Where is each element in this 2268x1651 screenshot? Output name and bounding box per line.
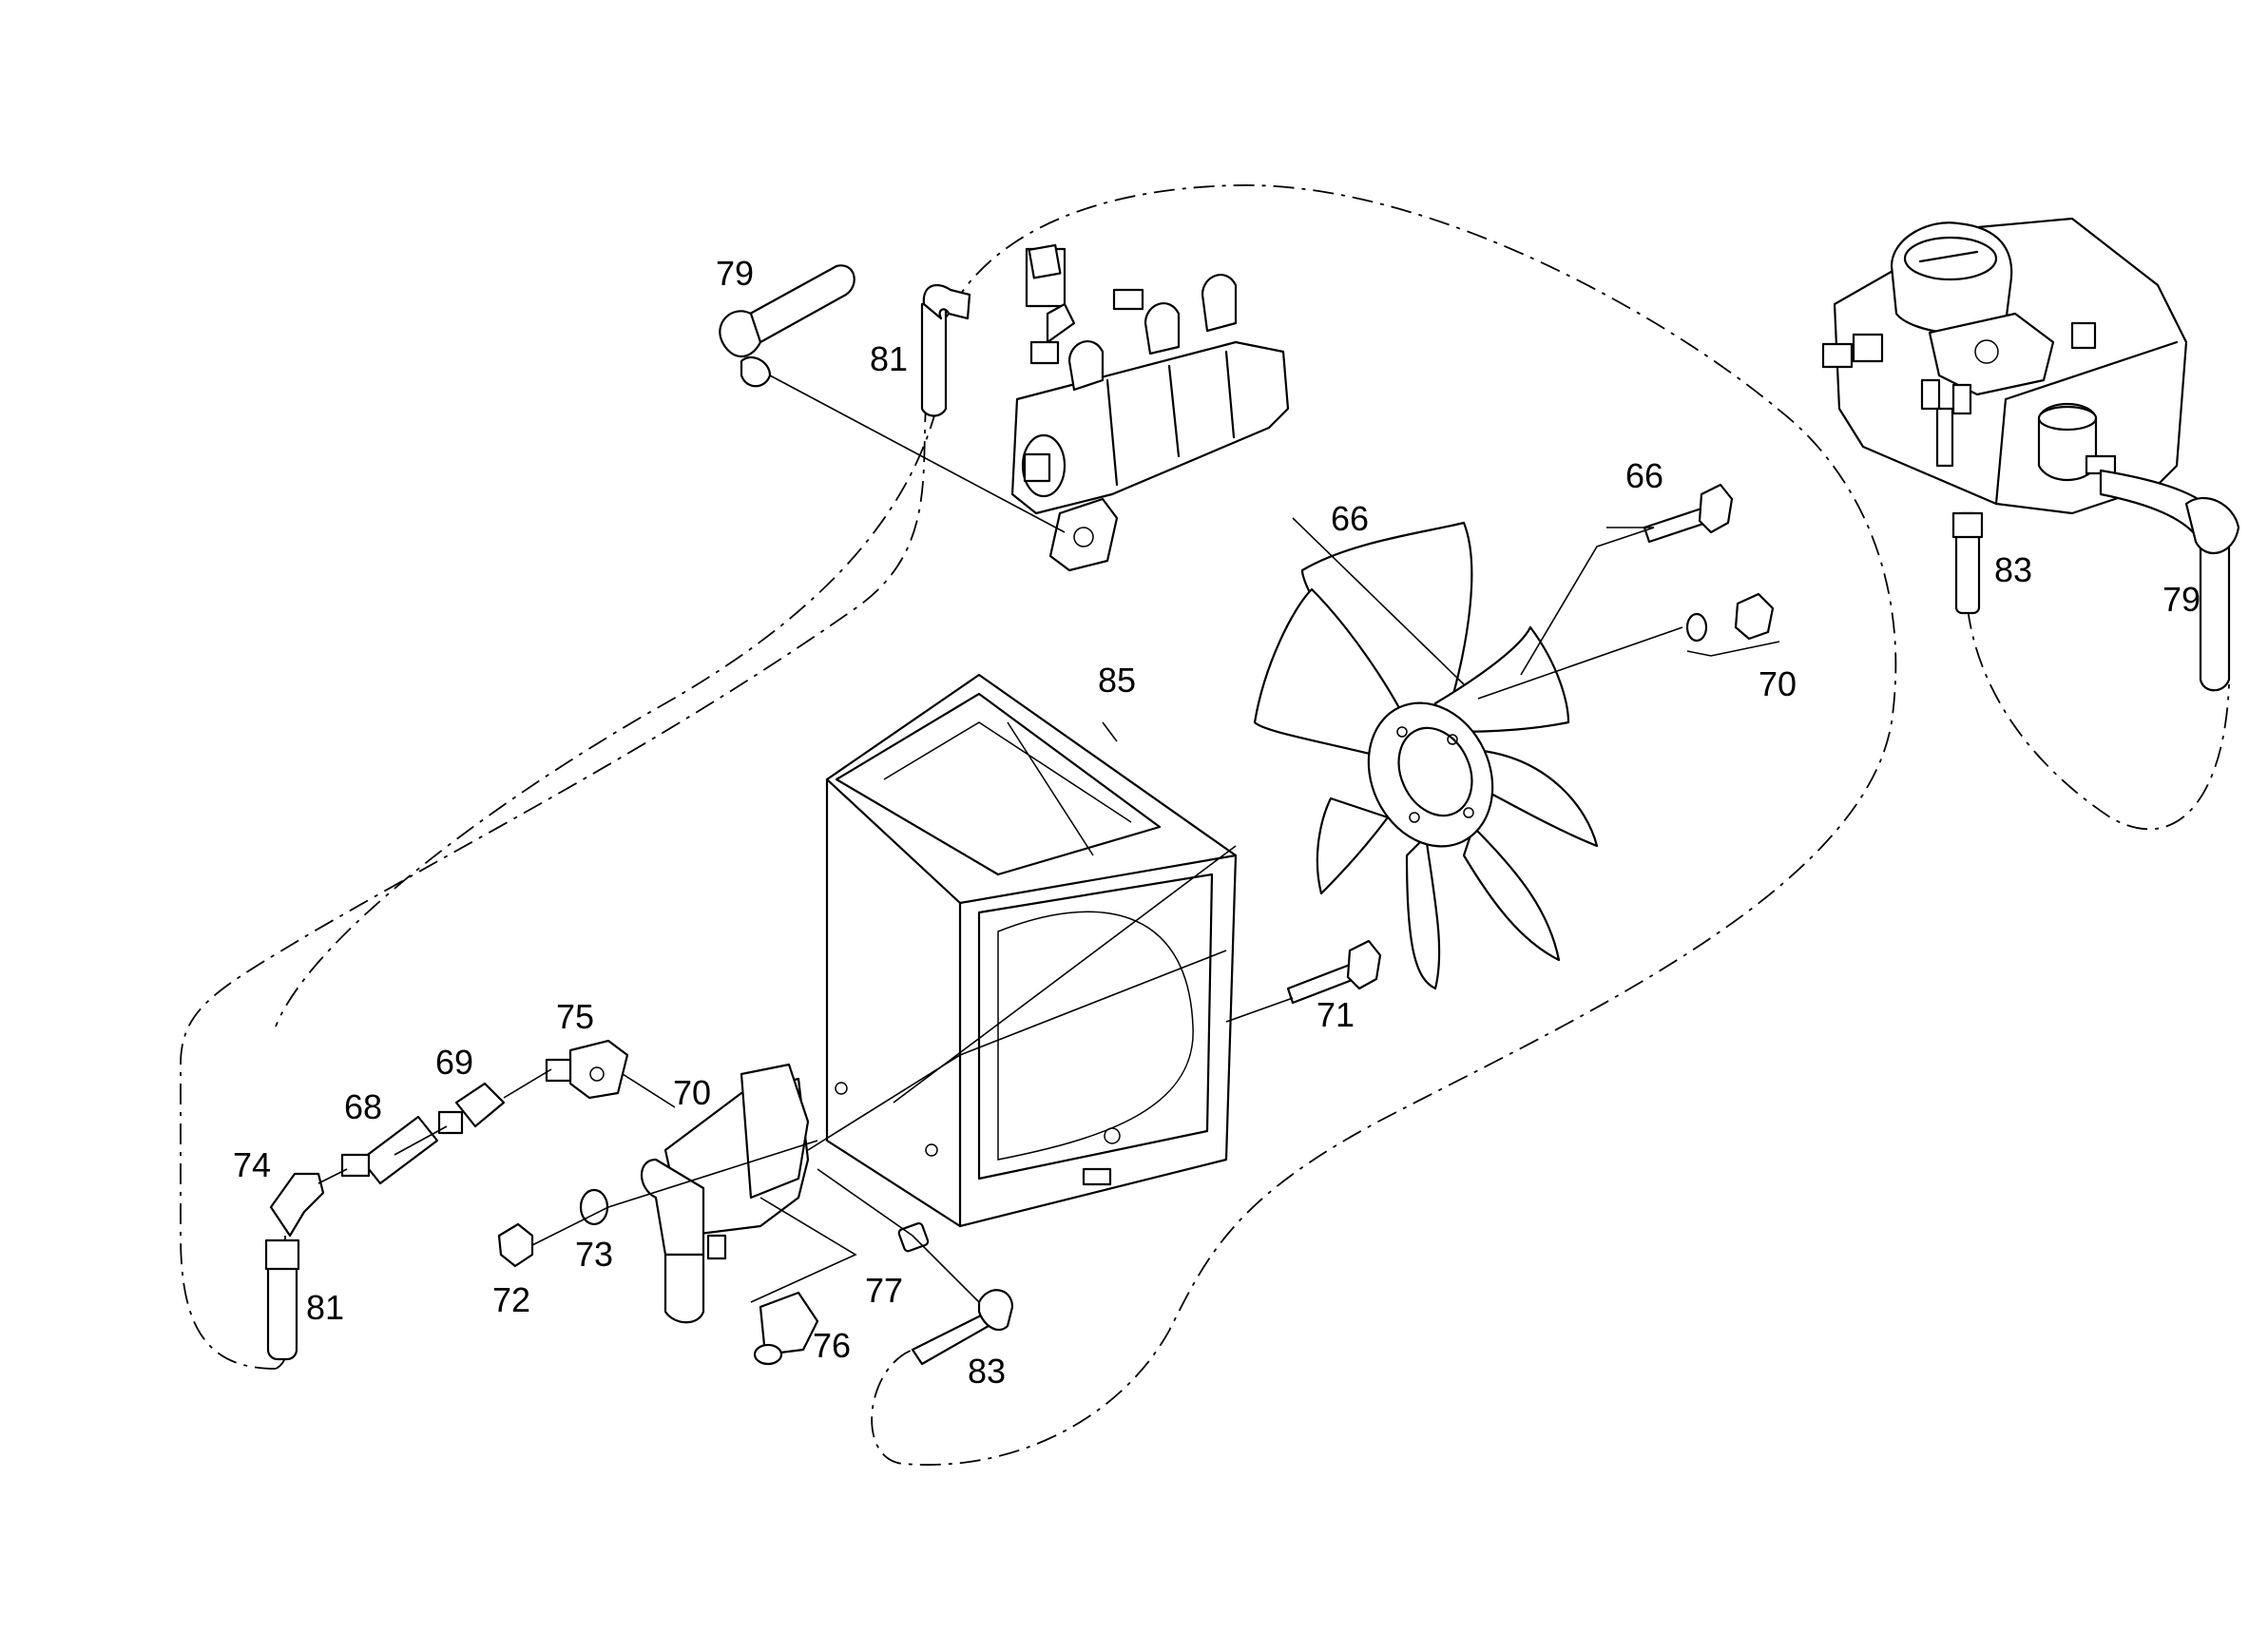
callout-79-top: 79 bbox=[716, 254, 754, 293]
route-top-hose bbox=[275, 408, 937, 1027]
callouts: 79 81 66 66 70 85 83 79 71 75 69 68 70 7… bbox=[233, 254, 2201, 1391]
callout-77: 77 bbox=[865, 1271, 903, 1310]
fan-shroud-85 bbox=[825, 673, 1238, 1228]
hose-81-top bbox=[920, 283, 971, 417]
callout-68: 68 bbox=[344, 1087, 382, 1126]
callout-74: 74 bbox=[233, 1145, 271, 1184]
hose-83-bottom bbox=[911, 1289, 1014, 1366]
callout-69: 69 bbox=[435, 1043, 473, 1082]
leader-lines bbox=[317, 374, 1683, 1303]
hose-79-right bbox=[2099, 469, 2240, 692]
callout-83-bottom: 83 bbox=[968, 1352, 1006, 1391]
hose-81-left bbox=[264, 1238, 300, 1361]
fitting-69 bbox=[437, 1082, 506, 1135]
callout-75: 75 bbox=[556, 997, 594, 1036]
route-right-hose bbox=[1967, 607, 2230, 831]
nut-washer-70 bbox=[1685, 592, 1780, 657]
bolt-66 bbox=[1643, 483, 1734, 544]
callout-83-right: 83 bbox=[1994, 550, 2032, 589]
callout-66-bolt: 66 bbox=[1625, 456, 1663, 495]
fitting-68 bbox=[340, 1115, 439, 1185]
callout-81-top: 81 bbox=[870, 339, 908, 378]
triple-pump-assembly bbox=[1010, 243, 1290, 572]
callout-79-right: 79 bbox=[2162, 580, 2201, 619]
cooling-fan bbox=[1253, 521, 1599, 990]
elbow-74 bbox=[269, 1172, 325, 1238]
bolt-71 bbox=[1286, 939, 1382, 1005]
flange-75 bbox=[545, 1039, 629, 1100]
callout-70-pump: 70 bbox=[673, 1073, 711, 1112]
callout-76: 76 bbox=[813, 1326, 851, 1365]
callout-73: 73 bbox=[575, 1235, 613, 1274]
tank-assembly bbox=[1821, 217, 2188, 515]
callout-85: 85 bbox=[1098, 661, 1136, 700]
callout-72: 72 bbox=[492, 1280, 530, 1319]
hose-83-right bbox=[1951, 511, 1984, 615]
callout-70-nut: 70 bbox=[1759, 664, 1797, 703]
elbow-76 bbox=[753, 1291, 819, 1366]
hose-79-top bbox=[719, 264, 855, 388]
nut-72 bbox=[497, 1222, 534, 1268]
callout-81-left: 81 bbox=[306, 1288, 344, 1327]
callout-71: 71 bbox=[1317, 995, 1355, 1034]
hydraulic-pump-70 bbox=[641, 1063, 810, 1324]
route-outer-loop bbox=[180, 184, 1897, 1466]
callout-66-fan: 66 bbox=[1331, 499, 1369, 538]
